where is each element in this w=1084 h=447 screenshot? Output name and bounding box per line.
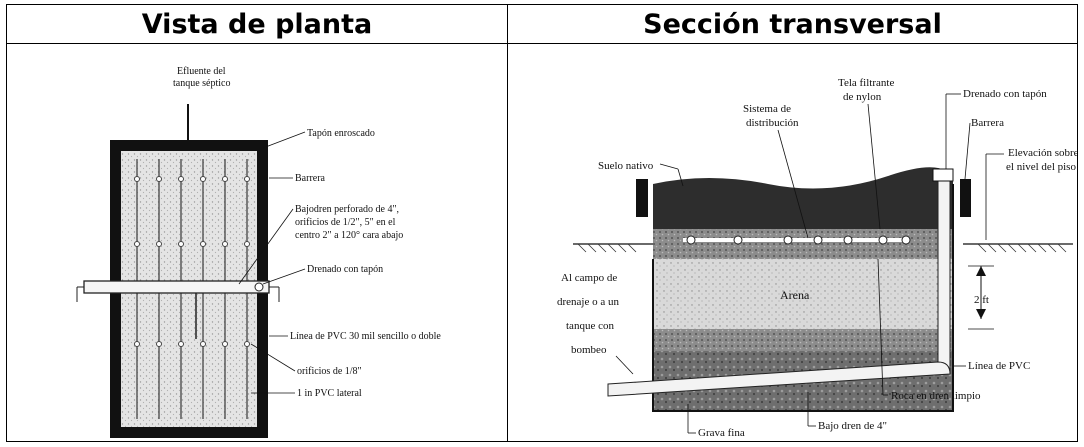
drain-cap-label: Drenado con tapón xyxy=(307,264,383,275)
elevation-label-1: Elevación sobre xyxy=(1008,147,1077,159)
to-field-label-3: tanque con xyxy=(566,320,614,332)
distribution-label-1: Sistema de xyxy=(743,103,791,115)
lateral-label: 1 in PVC lateral xyxy=(297,388,362,399)
drain-cap-box xyxy=(932,168,954,182)
underdrain-pipe xyxy=(83,280,270,294)
cross-section-title: Sección transversal xyxy=(643,8,942,40)
header-divider xyxy=(7,43,1077,44)
to-field-label-1: Al campo de xyxy=(561,272,617,284)
barrier-label: Barrera xyxy=(295,173,326,184)
to-field-label-4: bombeo xyxy=(571,344,607,356)
distribution-orifices xyxy=(686,235,911,245)
underdrain-label: Bajo dren de 4" xyxy=(818,420,887,432)
fabric-label-1: Tela filtrante xyxy=(838,77,894,89)
distribution-layer xyxy=(653,229,953,259)
pvc-line-label: Línea de PVC xyxy=(968,360,1030,372)
plan-view-diagram: Efluente del tanque séptico Tapón enrosc… xyxy=(76,66,441,438)
underdrain-label-1: Bajodren perforado de 4", xyxy=(295,204,399,215)
pvc-liner xyxy=(652,184,954,412)
figure-table: Vista de planta Sección transversal xyxy=(6,4,1079,442)
sand-label: Arena xyxy=(780,288,810,302)
cross-section-panel: Suelo nativo Sistema de distribución Tel… xyxy=(508,44,1079,441)
fine-gravel-label: Grava fina xyxy=(698,427,745,439)
clean-rock-label: Roca en dren limpio xyxy=(891,390,981,402)
to-field-label-2: drenaje o a un xyxy=(557,296,619,308)
fine-gravel-layer xyxy=(653,329,953,351)
lateral-orifices xyxy=(134,176,250,347)
distribution-label-2: distribución xyxy=(746,117,799,129)
drain-cap-label: Drenado con tapón xyxy=(963,88,1047,100)
native-soil-label: Suelo nativo xyxy=(598,160,654,172)
elevation-label-2: el nivel del piso xyxy=(1006,161,1076,173)
pvc-line-label: Línea de PVC 30 mil sencillo o doble xyxy=(290,331,441,342)
barrier-left xyxy=(636,179,648,217)
underdrain-outlet-pipe xyxy=(607,361,951,397)
plan-view-title: Vista de planta xyxy=(141,8,373,40)
sand-layer xyxy=(653,259,953,329)
holes-label: orificios de 1/8" xyxy=(297,366,362,377)
effluent-label-2: tanque séptico xyxy=(173,78,230,89)
cross-section-diagram: Suelo nativo Sistema de distribución Tel… xyxy=(557,77,1079,439)
barrier-right xyxy=(960,179,971,217)
effluent-label-1: Efluente del xyxy=(177,66,226,77)
underdrain-label-3: centro 2" a 120° cara abajo xyxy=(295,230,403,241)
ground-hatch xyxy=(577,243,1067,253)
drain-riser xyxy=(937,178,951,375)
fabric-label-2: de nylon xyxy=(843,91,882,103)
plan-view-panel: Efluente del tanque séptico Tapón enrosc… xyxy=(7,44,507,441)
native-soil-cover xyxy=(653,167,953,229)
column-divider xyxy=(507,5,508,441)
cap-label: Tapón enroscado xyxy=(307,128,375,139)
underdrain-label-2: orificios de 1/2", 5" en el xyxy=(295,217,396,228)
height-label: 2 ft xyxy=(974,294,989,306)
barrier-label: Barrera xyxy=(971,117,1004,129)
